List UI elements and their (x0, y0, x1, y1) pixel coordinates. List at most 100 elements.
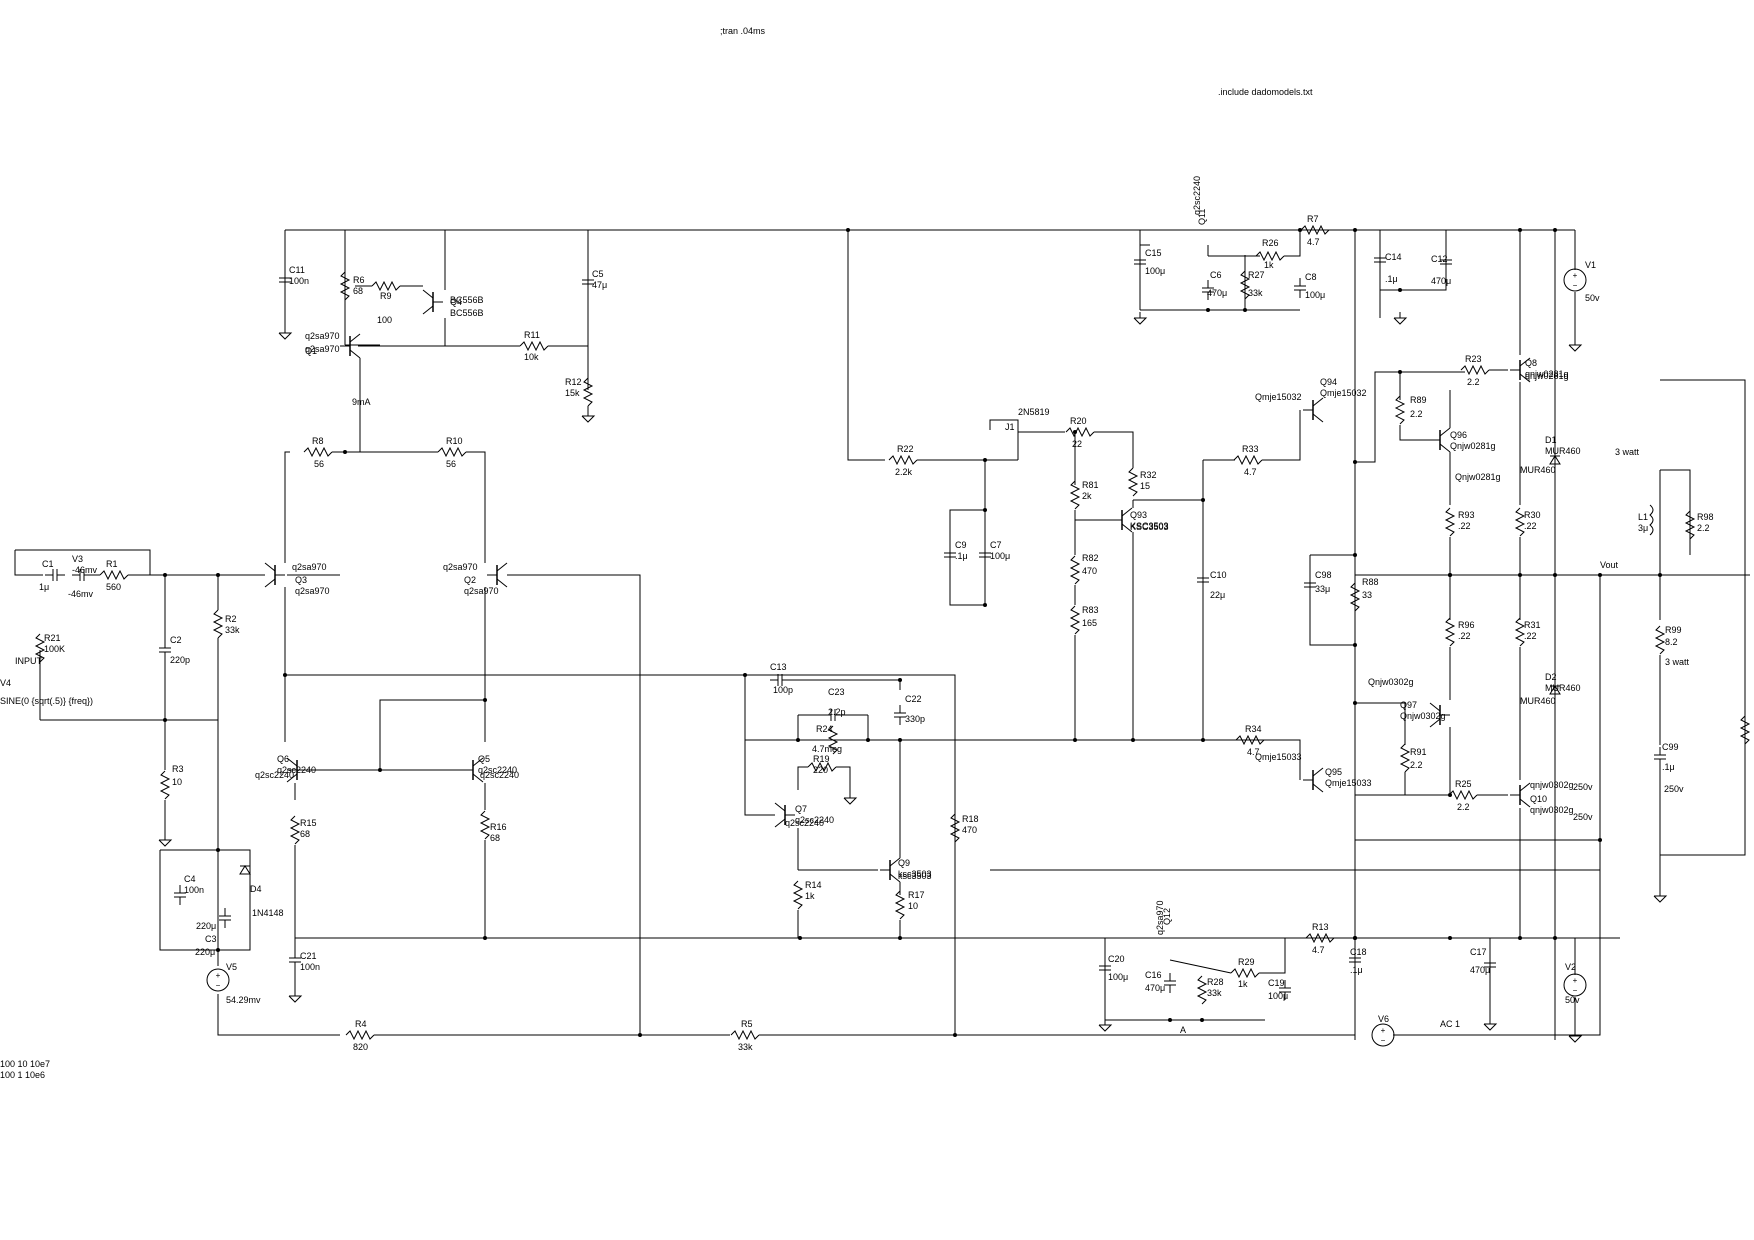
250v-label-c: 250v (1664, 784, 1684, 794)
c12-ref: C12 (1431, 254, 1448, 264)
r25-value: 2.2 (1457, 802, 1470, 812)
c1-cap-h-symbol (44, 568, 66, 582)
q93-ref: Q93 (1130, 510, 1147, 520)
c11-ref: C11 (289, 265, 305, 275)
r93-value: .22 (1458, 521, 1471, 531)
r23-value: 2.2 (1467, 377, 1480, 387)
q94-value: Qmje15032 (1255, 392, 1302, 402)
3watt-label-1: 3 watt (1615, 447, 1640, 457)
r4-res-h-symbol (345, 1030, 375, 1040)
junction-dot (1201, 738, 1205, 742)
wire (15, 549, 151, 575)
wire (989, 419, 1019, 460)
r81-res-v-symbol (1070, 480, 1080, 510)
j1-ref: J1 (1005, 422, 1015, 432)
r26-value: 1k (1264, 260, 1274, 270)
junction-dot (1518, 228, 1522, 232)
r28-value: 33k (1207, 988, 1222, 998)
junction-dot (1353, 460, 1357, 464)
r15-value: 68 (300, 829, 310, 839)
c3-ref: C3 (205, 934, 217, 944)
q9-npn-symbol (879, 857, 901, 883)
q93-npn-symbol (1111, 507, 1133, 533)
junction-dot (163, 718, 167, 722)
v1-ref: V1 (1585, 260, 1596, 270)
c6-value: 470μ (1207, 288, 1227, 298)
r28-ref: R28 (1207, 977, 1224, 987)
q93-value: KSC3503 (1130, 521, 1169, 531)
c23-value: 2.2p (828, 707, 846, 717)
q4-value: BC556B (450, 308, 484, 318)
junction-dot (983, 508, 987, 512)
r83-res-v-symbol (1070, 605, 1080, 635)
q1-ref: Q1 (305, 346, 317, 356)
q1-npn-symbol (339, 333, 361, 359)
r30-ref: R30 (1524, 510, 1541, 520)
q95-value: Qmje15033 (1325, 778, 1372, 788)
q4-npn-symbol (422, 289, 444, 315)
junction-dot (1201, 498, 1205, 502)
c19-value: 100μ (1268, 991, 1288, 1001)
r19-gnd-symbol (843, 791, 857, 805)
r19-value: 220 (813, 765, 828, 775)
q6-value: q2sc2240 (277, 765, 316, 775)
c16-cap-v-symbol (1163, 972, 1177, 994)
q8-value: qnjw0281g (1525, 371, 1569, 381)
d2-value: MUR460 (1520, 696, 1556, 706)
r4-ref: R4 (355, 1019, 367, 1029)
q96-value: Qnjw0281g (1450, 441, 1496, 451)
wire (1262, 410, 1301, 461)
q5-value: q2sc2240 (480, 770, 519, 780)
q7-value: q2sc2240 (785, 818, 824, 828)
junction-dot (216, 848, 220, 852)
r19-ref: R19 (813, 754, 830, 764)
junction-dot (866, 738, 870, 742)
c98-ref: C98 (1315, 570, 1332, 580)
junction-dot (898, 738, 902, 742)
r88-value: 33 (1362, 590, 1372, 600)
r32-ref: R32 (1140, 470, 1157, 480)
q11-ref: Q11 (1197, 209, 1207, 225)
r5-value: 33k (738, 1042, 753, 1052)
r30-res-v-symbol (1515, 507, 1525, 537)
junction-dot (898, 678, 902, 682)
r82-res-v-symbol (1070, 555, 1080, 585)
wire (1399, 425, 1430, 441)
r17-ref: R17 (908, 890, 925, 900)
junction-dot (1553, 228, 1557, 232)
r2-value: 33k (225, 625, 240, 635)
junction-dot (983, 603, 987, 607)
r22-ref: R22 (897, 444, 914, 454)
r31-value: .22 (1524, 631, 1537, 641)
r89-ref: R89 (1410, 395, 1427, 405)
r33-ref: R33 (1242, 444, 1259, 454)
wire (14, 550, 43, 576)
c14-ref: C14 (1385, 252, 1402, 262)
c12-value: 470μ (1431, 276, 1451, 286)
junction-dot (216, 948, 220, 952)
junction-dot (1398, 288, 1402, 292)
c4-ref: C4 (184, 874, 196, 884)
v2-ref: V2 (1565, 962, 1576, 972)
wire (949, 460, 986, 606)
d1-value: MUR460 (1545, 446, 1581, 456)
q7-value: q2sc2240 (795, 815, 834, 825)
junction-dot (1553, 936, 1557, 940)
junction-dot (898, 936, 902, 940)
wire (1169, 959, 1232, 974)
r12-value: 15k (565, 388, 580, 398)
c1-ref: C1 (42, 559, 54, 569)
c13-value: 100p (773, 685, 793, 695)
junction-dot (1448, 573, 1452, 577)
c2-ref: C2 (170, 635, 182, 645)
q94-value: Qmje15032 (1320, 388, 1367, 398)
r9-value: 100 (377, 315, 392, 325)
c9-value: .1μ (955, 551, 968, 561)
junction-dot (1518, 573, 1522, 577)
c21-ref: C21 (300, 951, 317, 961)
q96-ref: Q96 (1450, 430, 1467, 440)
r14-res-v-symbol (793, 880, 803, 910)
r23-res-h-symbol (1460, 365, 1490, 375)
r25-ref: R25 (1455, 779, 1472, 789)
junction-dot (1200, 1018, 1204, 1022)
